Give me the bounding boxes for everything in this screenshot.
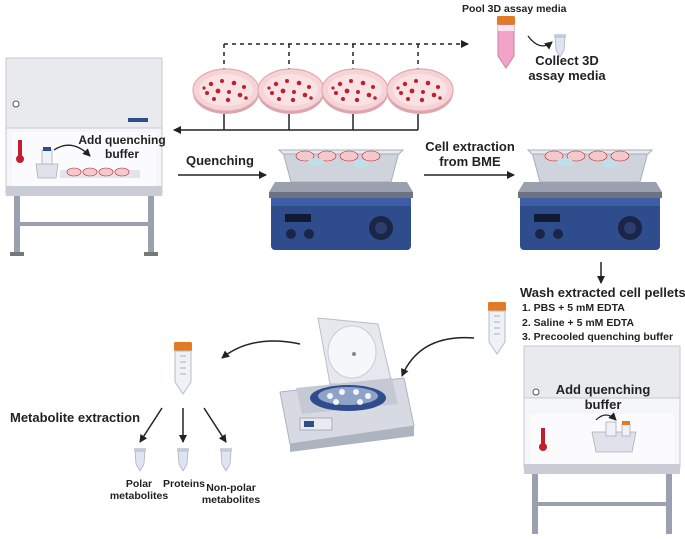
centrifuge-icon bbox=[279, 317, 415, 452]
thermometer-icon bbox=[16, 140, 24, 163]
dashed-arrow-to-pool bbox=[223, 40, 469, 70]
magnetic-stirrer-icon bbox=[517, 149, 663, 251]
metabolite-extraction-label: Metabolite extraction bbox=[10, 410, 141, 425]
nonpolar-label: Non-polar metabolites bbox=[196, 482, 266, 506]
magnetic-stirrer-icon bbox=[268, 149, 414, 251]
add-quenching-2-line2: buffer bbox=[584, 396, 622, 412]
collect-label-line1: Collect 3D bbox=[535, 53, 599, 68]
nonpolar-line1: Non-polar bbox=[206, 482, 256, 494]
add-quenching-2-line1: Add quenching bbox=[555, 382, 651, 397]
branch-arrows bbox=[139, 407, 227, 443]
microtube-icon bbox=[219, 447, 233, 472]
petri-dish-icon bbox=[257, 68, 325, 115]
add-quenching-1-line1: Add quenching bbox=[78, 133, 166, 147]
add-quenching-label-2: Add quenching buffer bbox=[550, 382, 656, 413]
conical-tube-icon bbox=[497, 16, 515, 69]
conical-tube-icon bbox=[487, 301, 507, 355]
wash-step: 1. PBS + 5 mM EDTA bbox=[522, 302, 625, 314]
thermometer-icon bbox=[539, 428, 547, 451]
pool-label: Pool 3D assay media bbox=[462, 3, 567, 15]
arrow-to-extraction-tube bbox=[221, 340, 301, 359]
wash-steps: 1. PBS + 5 mM EDTA 2. Saline + 5 mM EDTA… bbox=[522, 301, 673, 345]
collect-label-line2: assay media bbox=[528, 67, 606, 83]
add-quenching-label-1: Add quenching buffer bbox=[76, 133, 168, 162]
collect-arrow bbox=[527, 35, 553, 50]
arrow-to-centrifuge bbox=[401, 336, 475, 377]
wash-step: 2. Saline + 5 mM EDTA bbox=[522, 316, 635, 329]
cell-extraction-line2: from BME bbox=[439, 153, 501, 169]
cell-extraction-label: Cell extraction from BME bbox=[418, 139, 522, 170]
quenching-label: Quenching bbox=[186, 153, 254, 168]
cell-extraction-line1: Cell extraction bbox=[425, 139, 515, 154]
biosafety-cabinet-icon bbox=[523, 345, 681, 534]
petri-dish-icon bbox=[192, 68, 260, 115]
polar-line1: Polar bbox=[125, 478, 153, 490]
petri-dish-icon bbox=[321, 68, 389, 115]
collect-label: Collect 3D assay media bbox=[519, 53, 615, 84]
wash-title: Wash extracted cell pellets: bbox=[520, 285, 685, 300]
polar-line2: metabolites bbox=[109, 490, 169, 503]
polar-label: Polar metabolites bbox=[104, 478, 174, 502]
wash-step: 3. Precooled quenching buffer bbox=[522, 331, 674, 344]
add-quenching-1-line2: buffer bbox=[105, 146, 139, 161]
nonpolar-line2: metabolites bbox=[201, 494, 261, 507]
biosafety-cabinet-icon bbox=[5, 57, 163, 256]
conical-tube-icon bbox=[173, 341, 193, 395]
microtube-icon bbox=[176, 447, 190, 472]
proteins-label: Proteins bbox=[162, 478, 205, 490]
arrow-to-cabinet bbox=[173, 114, 419, 134]
microtube-icon bbox=[133, 447, 147, 472]
petri-dish-icon bbox=[386, 68, 454, 115]
